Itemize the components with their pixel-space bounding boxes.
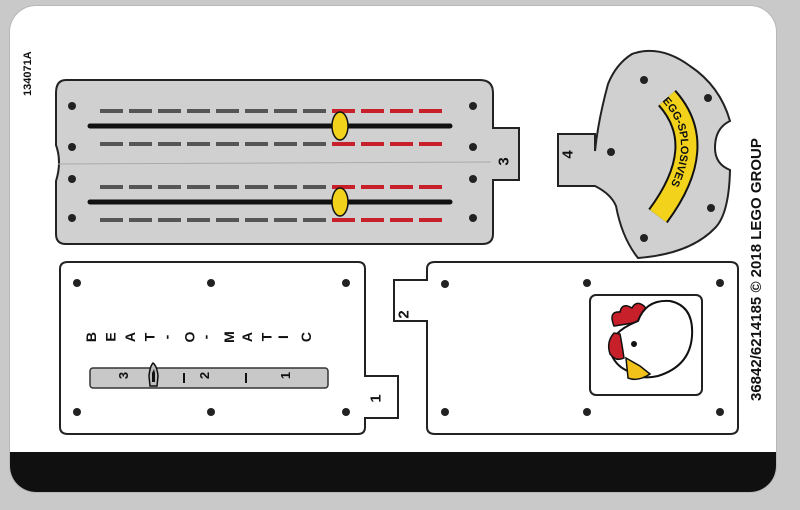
slider-scale-mark xyxy=(158,185,181,189)
slider-scale-mark xyxy=(158,218,181,222)
slider-scale-mark xyxy=(100,218,123,222)
catalog-code: 134071A xyxy=(22,51,34,96)
beat-sticker-shape xyxy=(59,261,399,435)
slider-scale-mark xyxy=(419,109,442,113)
slider-scale-mark xyxy=(100,142,123,146)
slider-scale-mark xyxy=(332,185,355,189)
slider-scale-mark xyxy=(187,218,210,222)
slider-scale-mark xyxy=(129,185,152,189)
slider-scale-mark xyxy=(332,218,355,222)
chicken-rivets xyxy=(441,279,724,416)
slider-scale-mark xyxy=(303,218,326,222)
beat-rivets xyxy=(73,279,350,416)
slider-scale-mark xyxy=(361,109,384,113)
slider-scale-mark xyxy=(187,109,210,113)
slider-scale-mark xyxy=(332,142,355,146)
slider-scale-mark xyxy=(129,109,152,113)
slider-scale-mark xyxy=(361,218,384,222)
slider-scale-mark xyxy=(245,109,268,113)
slider-scale-mark xyxy=(216,185,239,189)
slider-scale-mark xyxy=(245,142,268,146)
slider-knob xyxy=(331,187,349,217)
slider-scale-mark xyxy=(274,109,297,113)
slider-scale-mark xyxy=(390,142,413,146)
slider-scale-mark xyxy=(129,218,152,222)
slider-scale-mark xyxy=(129,142,152,146)
slider-scale-mark xyxy=(100,185,123,189)
chicken-sticker-number: 2 xyxy=(395,310,413,319)
slider-scale-mark xyxy=(245,218,268,222)
badge-sticker: EGG-SPLOSIVES xyxy=(557,49,732,260)
copyright-line: 36842/6214185 © 2018 LEGO GROUP xyxy=(748,138,765,401)
rivet-dots xyxy=(68,102,477,222)
backing-strip xyxy=(10,452,776,492)
chicken-sticker xyxy=(393,261,739,435)
slider-scale-mark xyxy=(216,142,239,146)
slider-scale-mark xyxy=(303,142,326,146)
slider-scale-mark xyxy=(390,109,413,113)
chicken-icon xyxy=(607,299,694,381)
slider-sticker xyxy=(55,79,520,245)
slider-scale-mark xyxy=(390,185,413,189)
beat-o-matic-sticker xyxy=(59,261,399,435)
slider-scale-mark xyxy=(303,185,326,189)
slider-scale-mark xyxy=(303,109,326,113)
slider-scale-mark xyxy=(274,142,297,146)
slider-scale-mark xyxy=(216,218,239,222)
slider-scale-mark xyxy=(419,185,442,189)
slider-scale-mark xyxy=(274,185,297,189)
slider-scale-mark xyxy=(187,142,210,146)
badge-sticker-shape xyxy=(557,49,732,260)
slider-scale-mark xyxy=(361,142,384,146)
slider-knob xyxy=(331,111,349,141)
slider-scale-mark xyxy=(216,109,239,113)
slider-divider xyxy=(57,161,492,165)
slider-scale-mark xyxy=(419,142,442,146)
slider-scale-mark xyxy=(332,109,355,113)
slider-scale-mark xyxy=(419,218,442,222)
slider-scale-mark xyxy=(187,185,210,189)
slider-scale-mark xyxy=(245,185,268,189)
slider-scale-mark xyxy=(158,142,181,146)
slider-scale-mark xyxy=(158,109,181,113)
slider-scale-mark xyxy=(390,218,413,222)
slider-scale-mark xyxy=(100,109,123,113)
slider-scale-mark xyxy=(361,185,384,189)
slider-scale-mark xyxy=(274,218,297,222)
